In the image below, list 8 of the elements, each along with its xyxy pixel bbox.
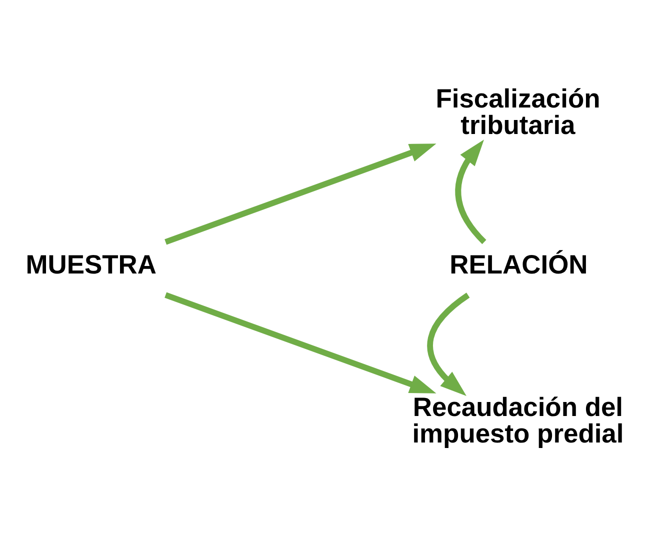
arrow: [455, 139, 486, 244]
arrow: [164, 143, 436, 244]
node-text: Fiscalización tributaria: [436, 82, 600, 140]
node-text: RELACIÓN: [450, 248, 588, 279]
node-text: Recaudación del impuesto predial: [412, 392, 624, 448]
arrow: [164, 292, 436, 393]
node-text: MUESTRA: [26, 248, 156, 279]
arrow: [427, 292, 470, 396]
